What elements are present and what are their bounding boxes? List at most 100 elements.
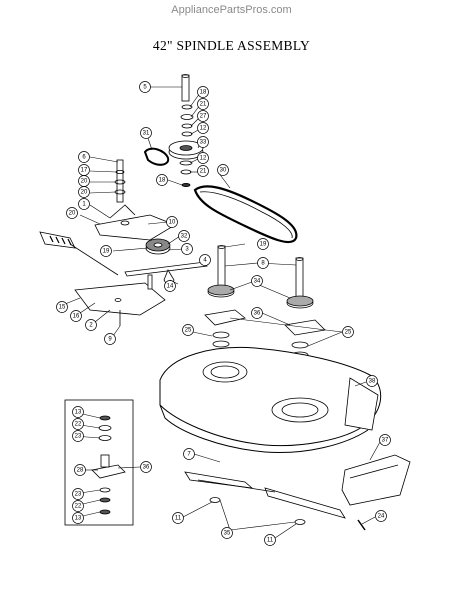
idler-bracket-assembly (94, 159, 176, 241)
callout-number: 1 (82, 201, 86, 207)
callout-circle (72, 406, 84, 418)
callout-number: 17 (81, 167, 88, 173)
callout-circle (104, 333, 116, 345)
center-blade (197, 479, 276, 493)
callout-number: 14 (167, 283, 174, 289)
callout-circle (164, 280, 176, 292)
callout-number: 20 (81, 178, 88, 184)
callout-circle (140, 461, 152, 473)
callout-circle (197, 86, 209, 98)
callout-number: 25 (345, 329, 352, 335)
callout-c31: 31 (140, 127, 152, 139)
callout-circle (251, 275, 263, 287)
spindle-detail-inset (64, 399, 134, 526)
inset-spindle-parts (91, 415, 126, 515)
callout-number: 38 (369, 378, 376, 384)
callout-c13b: 13 (72, 512, 84, 524)
callout-circle (72, 512, 84, 524)
callout-number: 36 (143, 464, 150, 470)
left-blade (184, 471, 254, 489)
callout-c36a: 36 (251, 307, 263, 319)
callout-circle (140, 127, 152, 139)
callout-circle (182, 324, 194, 336)
callout-c8: 8 (257, 257, 269, 269)
callout-number: 13 (75, 515, 82, 521)
callout-c12b: 12 (197, 152, 209, 164)
short-belt (143, 147, 170, 166)
callout-c13a: 13 (72, 406, 84, 418)
callout-circle (78, 198, 90, 210)
callout-c9: 9 (104, 333, 116, 345)
callout-c19b: 19 (257, 238, 269, 250)
callout-circle (257, 257, 269, 269)
callout-number: 37 (382, 437, 389, 443)
callout-number: 8 (261, 260, 265, 266)
callout-circle (72, 500, 84, 512)
callout-circle (78, 151, 90, 163)
callout-c18b: 18 (156, 174, 168, 186)
callout-number: 2 (89, 322, 93, 328)
callout-number: 19 (103, 248, 110, 254)
callout-c21b: 21 (197, 165, 209, 177)
callout-c22b: 22 (72, 500, 84, 512)
callout-circle (217, 164, 229, 176)
mower-deck (159, 347, 382, 454)
callout-circle (251, 307, 263, 319)
callout-number: 10 (169, 219, 176, 225)
callout-number: 13 (75, 409, 82, 415)
callout-number: 21 (200, 101, 207, 107)
callout-circle (264, 534, 276, 546)
callout-c5: 5 (139, 81, 151, 93)
top-spindle-shaft (181, 74, 190, 102)
callout-circle (72, 430, 84, 442)
callout-circle (56, 301, 68, 313)
callout-circle (197, 165, 209, 177)
callout-number: 20 (69, 210, 76, 216)
callout-number: 20 (81, 189, 88, 195)
callout-circle (197, 110, 209, 122)
right-blade (264, 487, 346, 519)
callout-c12a: 12 (197, 122, 209, 134)
callout-circle (72, 418, 84, 430)
callout-number: 6 (82, 154, 86, 160)
callout-circle (375, 510, 387, 522)
callout-number: 12 (200, 125, 207, 131)
callout-number: 4 (203, 257, 207, 263)
callout-number: 25 (185, 327, 192, 333)
callout-c11a: 11 (172, 512, 184, 524)
callout-number: 9 (108, 336, 112, 342)
chute-bolt (357, 519, 366, 531)
callout-c27: 27 (197, 110, 209, 122)
callout-c25b: 25 (342, 326, 354, 338)
callout-circle (178, 230, 190, 242)
callout-circle (342, 326, 354, 338)
callout-c15: 15 (56, 301, 68, 313)
callout-c34: 34 (251, 275, 263, 287)
callout-number: 23 (75, 433, 82, 439)
callout-circle (166, 216, 178, 228)
discharge-chute (341, 454, 411, 506)
callout-number: 27 (200, 113, 207, 119)
callout-circle (100, 245, 112, 257)
callout-number: 11 (267, 537, 274, 543)
callout-number: 31 (143, 130, 150, 136)
callout-c24: 24 (375, 510, 387, 522)
callout-number: 23 (75, 491, 82, 497)
idler-pulley (145, 238, 171, 255)
callout-circle (257, 238, 269, 250)
callout-number: 15 (59, 304, 66, 310)
callout-circle (183, 448, 195, 460)
callout-number: 35 (224, 530, 231, 536)
callout-number: 21 (200, 168, 207, 174)
callout-circle (66, 207, 78, 219)
spring (39, 231, 76, 249)
long-drive-belt (193, 185, 298, 244)
callout-number: 36 (254, 310, 261, 316)
callout-circle (139, 81, 151, 93)
callout-c33: 33 (197, 136, 209, 148)
callout-c23a: 23 (72, 430, 84, 442)
callout-c20b: 20 (78, 186, 90, 198)
callout-circle (197, 152, 209, 164)
